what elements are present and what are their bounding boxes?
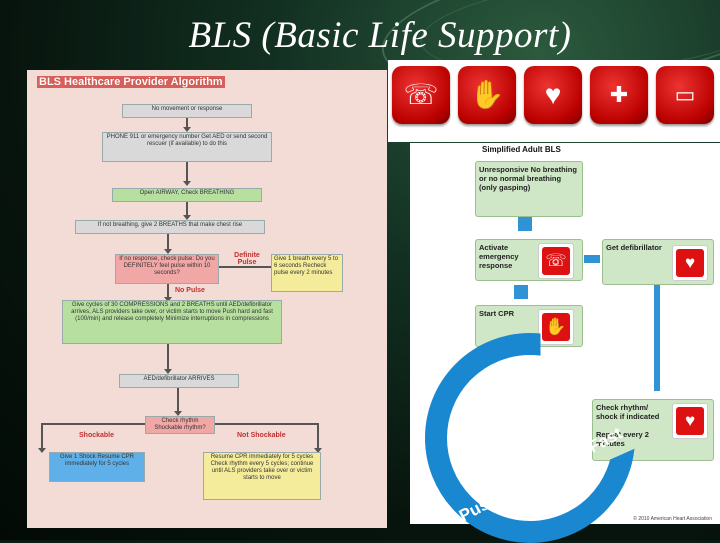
- heart-shock-icon: ♥: [676, 249, 704, 277]
- check-rhythm-text: Check rhythm/ shock if indicated: [596, 403, 660, 421]
- heart-card: ♥: [672, 245, 708, 281]
- flow-arrow: [183, 202, 191, 220]
- flow-box-no-movement: No movement or response: [122, 104, 252, 118]
- poster-title: BLS Healthcare Provider Algorithm: [37, 76, 225, 88]
- heart-shock-icon: ♥: [524, 66, 582, 124]
- flow-arrow: [164, 344, 172, 374]
- phone-icon: ☏: [392, 66, 450, 124]
- flow-box-compressions: Give cycles of 30 COMPRESSIONS and 2 BRE…: [62, 300, 282, 344]
- cpr-card: ✋: [538, 309, 574, 345]
- flow-arrow: [164, 284, 172, 302]
- monitor-ecg-icon: ▭: [656, 66, 714, 124]
- label-not-shockable: Not Shockable: [237, 432, 286, 439]
- bls-icon-strip: ☏ ✋ ♥ ✚ ▭: [388, 60, 720, 142]
- flow-arrow: [38, 423, 46, 453]
- flow-box-resume-cpr: Resume CPR immediately for 5 cycles Chec…: [203, 452, 321, 500]
- phone-card: ☏: [538, 243, 574, 279]
- flow-connector: [215, 423, 319, 425]
- label-shockable: Shockable: [79, 432, 115, 439]
- flow-arrow: [183, 162, 191, 186]
- flow-box-open-airway: Open AIRWAY, Check BREATHING: [112, 188, 262, 202]
- heart-card: ♥: [672, 403, 708, 439]
- flow-connector: [219, 266, 271, 268]
- copyright: © 2010 American Heart Association: [633, 516, 712, 522]
- label-no-pulse: No Pulse: [175, 287, 205, 294]
- bls-algorithm-poster: BLS Healthcare Provider Algorithm No mov…: [27, 70, 387, 528]
- flow-box-phone-911: PHONE 911 or emergency number Get AED or…: [102, 132, 272, 162]
- down-arrow: [518, 217, 532, 231]
- flow-arrow: [164, 234, 172, 254]
- flow-box-aed-arrives: AED/defibrillator ARRIVES: [119, 374, 239, 388]
- down-arrow: [514, 285, 528, 299]
- flow-arrow: [174, 388, 182, 416]
- simplified-title: Simplified Adult BLS: [482, 145, 561, 154]
- phone-icon: ☏: [542, 247, 570, 275]
- simplified-adult-bls: Simplified Adult BLS Unresponsive No bre…: [410, 143, 720, 543]
- down-arrow-long: [654, 285, 660, 391]
- hands-cpr-icon: ✋: [542, 313, 570, 341]
- flow-box-give-shock: Give 1 Shock Resume CPR immediately for …: [49, 452, 145, 482]
- flow-box-give-breaths: If not breathing, give 2 BREATHS that ma…: [75, 220, 265, 234]
- flow-arrow: [183, 118, 191, 132]
- heart-shock-icon: ♥: [676, 407, 704, 435]
- flow-box-check-rhythm: Check rhythm Shockable rhythm?: [145, 416, 215, 434]
- slide-title: BLS (Basic Life Support): [188, 15, 572, 56]
- flow-box-rescue-breathing: Give 1 breath every 5 to 6 seconds Reche…: [271, 254, 343, 292]
- label-definite-pulse: Definite Pulse: [234, 252, 260, 266]
- repeat-text: Repeat every 2 minutes: [596, 430, 649, 448]
- flow-connector: [41, 423, 145, 425]
- ambulance-icon: ✚: [590, 66, 648, 124]
- flow-box-check-pulse: If no response, check pulse: Do you DEFI…: [115, 254, 219, 284]
- flow-arrow: [314, 423, 322, 453]
- right-arrow: [584, 255, 600, 263]
- hands-cpr-icon: ✋: [458, 66, 516, 124]
- step-unresponsive: Unresponsive No breathing or no normal b…: [475, 161, 583, 217]
